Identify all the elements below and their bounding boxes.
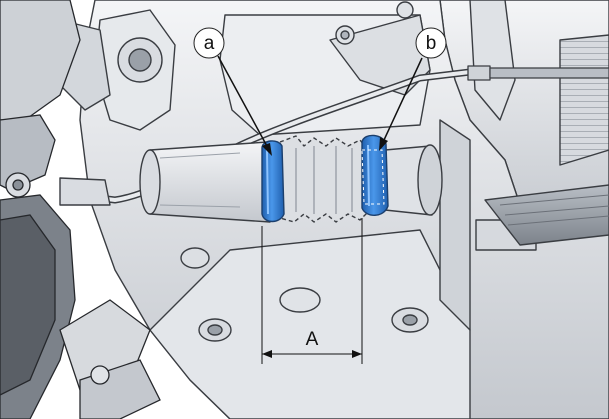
slave-cylinder xyxy=(139,141,443,223)
rubber-boot xyxy=(279,135,369,223)
clamp-a xyxy=(261,140,285,223)
callout-a-label: a xyxy=(204,33,215,54)
callout-b: b xyxy=(379,27,447,151)
arrowhead-a xyxy=(262,143,272,156)
arrow-pointer-icon xyxy=(383,57,423,141)
dimension-a: A xyxy=(261,218,363,364)
arrow-pointer-icon xyxy=(217,55,269,149)
dimension-label: A xyxy=(306,329,319,350)
clamp-b xyxy=(361,134,389,216)
callout-a: a xyxy=(193,27,272,156)
left-engine-parts xyxy=(0,0,161,419)
callout-b-label: b xyxy=(426,33,437,54)
arrowhead-b xyxy=(379,137,388,151)
